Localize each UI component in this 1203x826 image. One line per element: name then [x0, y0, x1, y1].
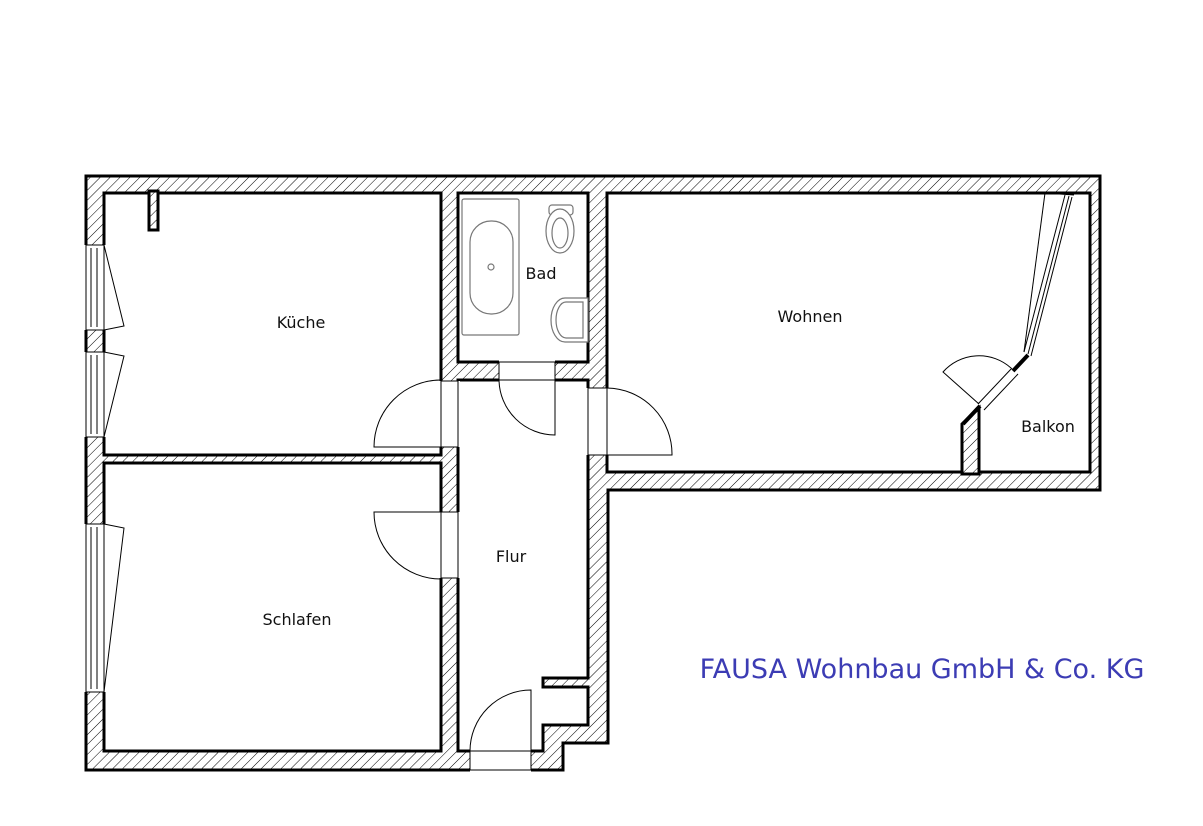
kitchen-pier [147, 189, 160, 232]
bedroom-door-swing [373, 511, 442, 580]
room-label-bedroom: Schlafen [263, 610, 332, 629]
washbasin [550, 297, 589, 343]
room-bedroom [102, 461, 443, 753]
kitchen-door-opening [439, 381, 460, 447]
kitchen-window-1 [84, 244, 125, 331]
kitchen-door-swing [373, 379, 442, 448]
bath-door-opening [499, 360, 555, 382]
room-label-bath: Bad [526, 264, 557, 283]
balcony-door [942, 353, 1030, 426]
room-living-balcony [605, 191, 1092, 474]
toilet [545, 204, 575, 254]
room-kitchen [102, 191, 443, 457]
living-door-opening [586, 388, 609, 455]
entry-door-opening [470, 749, 531, 772]
bathtub [461, 198, 520, 336]
room-label-kitchen: Küche [277, 313, 326, 332]
bath-door-swing [498, 379, 556, 436]
room-label-balcony: Balkon [1021, 417, 1075, 436]
balcony-window [1023, 192, 1075, 357]
room-label-living: Wohnen [778, 307, 843, 326]
kitchen-window-2 [84, 351, 125, 438]
room-label-hall: Flur [496, 547, 527, 566]
entry-door-swing [469, 689, 532, 752]
living-door-swing [606, 387, 673, 456]
bedroom-door-opening [439, 512, 460, 578]
bedroom-window [84, 523, 125, 693]
company-name: FAUSA Wohnbau GmbH & Co. KG [700, 654, 1145, 685]
